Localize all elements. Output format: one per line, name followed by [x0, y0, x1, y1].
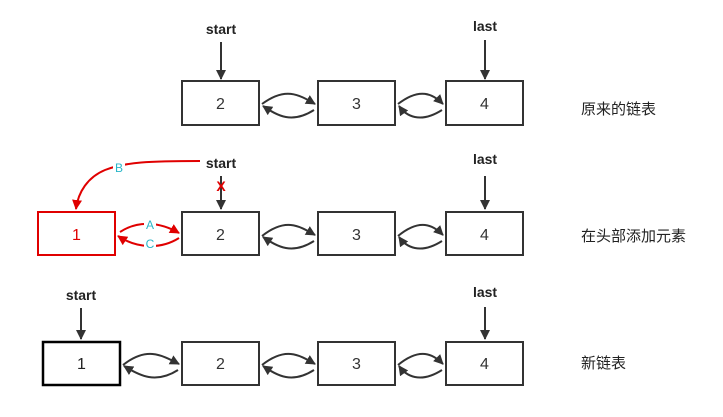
head-node	[41, 340, 122, 387]
edge-label-bg	[144, 218, 156, 232]
new-head-node	[37, 211, 116, 256]
prev-link-arrow	[262, 236, 315, 250]
node-value: 2	[216, 227, 225, 244]
prev-link-arrow	[398, 236, 443, 250]
node-value: 2	[216, 356, 225, 373]
node-value: 3	[352, 96, 361, 113]
start-pointer-label: start	[206, 21, 237, 37]
start-pointer-label: start	[206, 155, 237, 171]
node-value: 4	[480, 96, 489, 113]
node-value: 2	[216, 96, 225, 113]
node-value: 4	[480, 356, 489, 373]
row-original: start last 2 3 4 原来的链表	[181, 18, 656, 126]
next-link-arrow	[122, 352, 180, 366]
list-node	[317, 211, 396, 256]
list-node	[445, 211, 524, 256]
last-pointer-label: last	[473, 151, 497, 167]
edge-label-b: B	[115, 161, 123, 175]
list-node	[181, 80, 260, 126]
next-link-arrow	[397, 224, 444, 237]
node-value: 3	[352, 227, 361, 244]
row-caption: 在头部添加元素	[581, 227, 686, 245]
prev-link-arrow	[262, 105, 315, 119]
new-node-value: 1	[72, 227, 81, 244]
prev-link-arrow	[398, 105, 443, 119]
next-link-arrow	[261, 224, 316, 237]
next-link-arrow	[261, 92, 316, 105]
list-node	[317, 80, 396, 126]
edge-label-a: A	[146, 218, 154, 232]
row-caption: 原来的链表	[581, 100, 656, 118]
row-insert-head: start X last 1 2 3 4 B A C 在头部添加元素	[37, 151, 686, 256]
prev-link-arrow	[123, 365, 179, 379]
edge-label-bg	[144, 236, 156, 250]
list-node	[181, 341, 260, 386]
node-value: 3	[352, 356, 361, 373]
list-node	[445, 341, 524, 386]
last-pointer-label: last	[473, 284, 497, 300]
last-pointer-label: last	[473, 18, 497, 34]
list-node	[317, 341, 396, 386]
edge-label-bg	[113, 161, 125, 175]
removed-link-mark: X	[216, 178, 226, 194]
prev-link-arrow	[262, 365, 315, 379]
edge-label-c: C	[146, 237, 155, 251]
start-pointer-label: start	[66, 287, 97, 303]
node-value: 4	[480, 227, 489, 244]
next-link-arrow	[261, 353, 316, 366]
list-node	[181, 211, 260, 256]
link-b-arrow	[72, 160, 201, 210]
next-link-arrow	[397, 92, 444, 105]
prev-link-arrow	[398, 365, 443, 379]
node-value: 1	[77, 356, 86, 373]
row-new-list: start last 1 2 3 4 新链表	[41, 284, 626, 387]
next-link-arrow	[397, 353, 444, 366]
row-caption: 新链表	[581, 354, 626, 372]
list-node	[445, 80, 524, 126]
